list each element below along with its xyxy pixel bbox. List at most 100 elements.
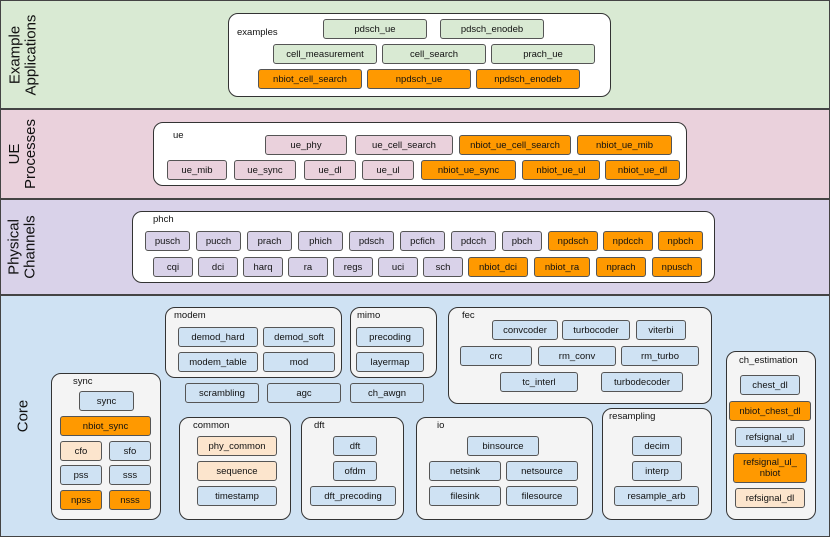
group-label-ue: ue xyxy=(173,130,184,141)
module-nbiot_sync: nbiot_sync xyxy=(60,416,151,436)
module-npdcch: npdcch xyxy=(603,231,653,251)
module-sequence: sequence xyxy=(197,461,277,481)
module-decim: decim xyxy=(632,436,682,456)
module-turbodecoder: turbodecoder xyxy=(601,372,683,392)
module-sfo: sfo xyxy=(109,441,151,461)
module-timestamp: timestamp xyxy=(197,486,277,506)
module-nbiot_dci: nbiot_dci xyxy=(468,257,528,277)
module-dft_precoding: dft_precoding xyxy=(310,486,396,506)
group-label-phch: phch xyxy=(153,214,174,225)
module-refsignal_ul: refsignal_ul xyxy=(735,427,805,447)
module-nbiot_ra: nbiot_ra xyxy=(534,257,590,277)
module-ue_cell_search: ue_cell_search xyxy=(355,135,453,155)
module-npdsch_ue: npdsch_ue xyxy=(367,69,471,89)
module-pdsch_ue: pdsch_ue xyxy=(323,19,427,39)
module-scrambling: scrambling xyxy=(185,383,259,403)
module-cfo: cfo xyxy=(60,441,102,461)
module-rm_conv: rm_conv xyxy=(538,346,616,366)
module-sss: sss xyxy=(109,465,151,485)
module-nprach: nprach xyxy=(596,257,646,277)
module-sch: sch xyxy=(423,257,463,277)
module-ch_awgn: ch_awgn xyxy=(350,383,424,403)
module-npss: npss xyxy=(60,490,102,510)
module-nbiot_chest_dl: nbiot_chest_dl xyxy=(729,401,811,421)
module-cqi: cqi xyxy=(153,257,193,277)
module-agc: agc xyxy=(267,383,341,403)
module-ue_sync: ue_sync xyxy=(234,160,296,180)
module-pdcch: pdcch xyxy=(451,231,496,251)
module-turbocoder: turbocoder xyxy=(562,320,630,340)
module-nbiot_ue_ul: nbiot_ue_ul xyxy=(522,160,600,180)
module-dft: dft xyxy=(333,436,377,456)
module-netsource: netsource xyxy=(506,461,578,481)
module-ue_ul: ue_ul xyxy=(362,160,414,180)
module-uci: uci xyxy=(378,257,418,277)
module-ue_phy: ue_phy xyxy=(265,135,347,155)
module-pss: pss xyxy=(60,465,102,485)
module-pcfich: pcfich xyxy=(400,231,445,251)
module-ra: ra xyxy=(288,257,328,277)
module-nbiot_ue_cell_search: nbiot_ue_cell_search xyxy=(459,135,571,155)
module-nbiot_ue_mib: nbiot_ue_mib xyxy=(577,135,672,155)
module-ue_mib: ue_mib xyxy=(167,160,227,180)
module-npdsch: npdsch xyxy=(548,231,598,251)
band-label-physical-channels: Physical Channels xyxy=(6,215,40,279)
module-dci: dci xyxy=(198,257,238,277)
group-label-dft: dft xyxy=(314,420,325,431)
group-label-examples: examples xyxy=(237,27,278,38)
module-binsource: binsource xyxy=(467,436,539,456)
module-nbiot_ue_sync: nbiot_ue_sync xyxy=(421,160,516,180)
module-filesink: filesink xyxy=(429,486,501,506)
module-cell_search: cell_search xyxy=(382,44,486,64)
module-cell_measurement: cell_measurement xyxy=(273,44,377,64)
module-pbch: pbch xyxy=(502,231,542,251)
group-label-mimo: mimo xyxy=(357,310,381,321)
module-crc: crc xyxy=(460,346,532,366)
module-regs: regs xyxy=(333,257,373,277)
module-npdsch_enodeb: npdsch_enodeb xyxy=(476,69,580,89)
module-phich: phich xyxy=(298,231,343,251)
module-layermap: layermap xyxy=(356,352,424,372)
module-viterbi: viterbi xyxy=(636,320,686,340)
module-demod_hard: demod_hard xyxy=(178,327,258,347)
group-label-modem: modem xyxy=(174,310,206,321)
module-pucch: pucch xyxy=(196,231,241,251)
group-label-sync: sync xyxy=(73,376,93,387)
module-modem_table: modem_table xyxy=(178,352,258,372)
module-mod: mod xyxy=(263,352,335,372)
module-npbch: npbch xyxy=(658,231,703,251)
module-refsignal_ul_nbiot: refsignal_ul_ nbiot xyxy=(733,453,807,483)
group-label-ch_estimation: ch_estimation xyxy=(739,355,798,366)
module-filesource: filesource xyxy=(506,486,578,506)
module-refsignal_dl: refsignal_dl xyxy=(735,488,805,508)
module-nbiot_ue_dl: nbiot_ue_dl xyxy=(605,160,680,180)
module-ue_dl: ue_dl xyxy=(304,160,356,180)
module-resample_arb: resample_arb xyxy=(614,486,699,506)
module-npusch: npusch xyxy=(652,257,702,277)
module-netsink: netsink xyxy=(429,461,501,481)
module-phy_common: phy_common xyxy=(197,436,277,456)
group-label-io: io xyxy=(437,420,445,431)
group-label-fec: fec xyxy=(462,310,475,321)
band-label-core: Core xyxy=(13,399,31,433)
module-sync: sync xyxy=(79,391,134,411)
module-tc_interl: tc_interl xyxy=(500,372,578,392)
module-pdsch_enodeb: pdsch_enodeb xyxy=(440,19,544,39)
module-convcoder: convcoder xyxy=(492,320,558,340)
module-chest_dl: chest_dl xyxy=(740,375,800,395)
band-label-example-applications: Example Applications xyxy=(6,14,40,95)
module-pusch: pusch xyxy=(145,231,190,251)
module-demod_soft: demod_soft xyxy=(263,327,335,347)
module-interp: interp xyxy=(632,461,682,481)
module-nsss: nsss xyxy=(109,490,151,510)
module-precoding: precoding xyxy=(356,327,424,347)
module-pdsch: pdsch xyxy=(349,231,394,251)
module-rm_turbo: rm_turbo xyxy=(621,346,699,366)
group-label-common: common xyxy=(193,420,230,431)
module-harq: harq xyxy=(243,257,283,277)
module-ofdm: ofdm xyxy=(333,461,377,481)
module-nbiot_cell_search: nbiot_cell_search xyxy=(258,69,362,89)
module-prach: prach xyxy=(247,231,292,251)
module-prach_ue: prach_ue xyxy=(491,44,595,64)
band-label-ue-processes: UE Processes xyxy=(6,118,39,190)
